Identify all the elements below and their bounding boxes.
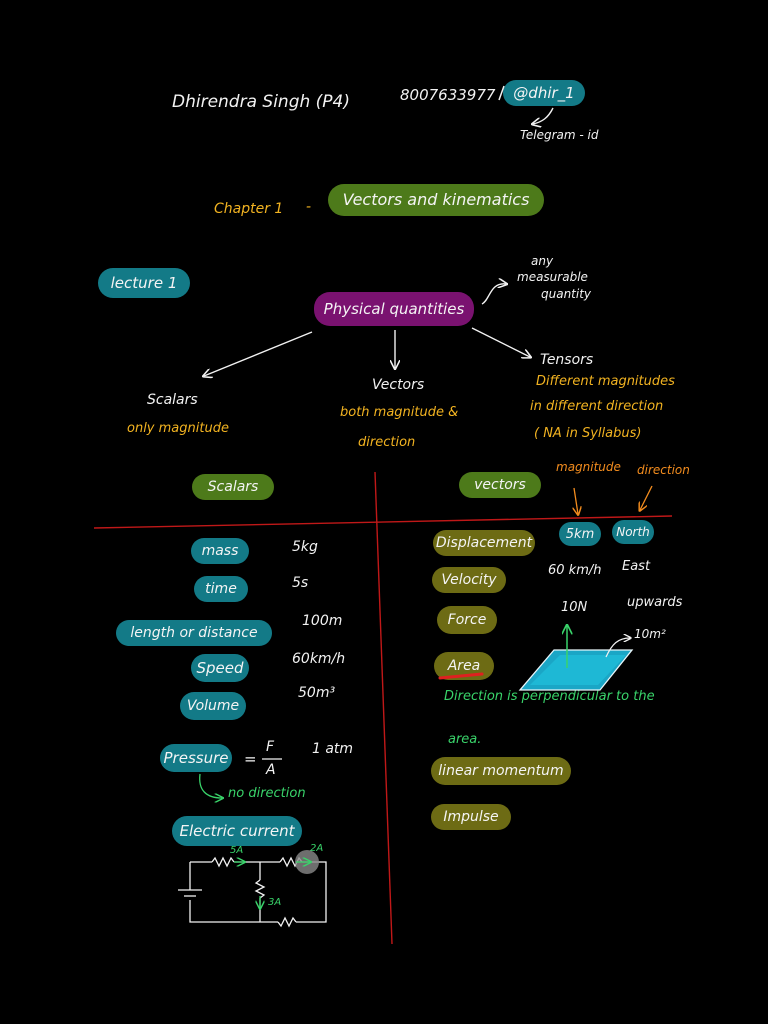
area-note-1: Direction is perpendicular to the [444,689,655,704]
vector-name: Force [437,606,497,634]
handle-separator [498,85,505,101]
circuit-current-5a: 5A [230,845,244,856]
vector-name: Impulse [431,804,511,830]
circuit-current-3a: 3A [268,897,282,908]
area-plate-top [530,655,626,685]
scalar-name: Volume [180,692,246,720]
scalar-name: mass [191,538,249,564]
definition-line-1: any [531,254,554,268]
scalar-name: Pressure [160,744,232,772]
scalar-name: time [194,576,248,602]
physical-quantities-title: Physical quantities [314,292,474,326]
table-vertical-line [374,471,393,945]
circuit-current-2a: 2A [310,843,324,854]
lecture-badge: lecture 1 [98,268,190,298]
velocity-direction: East [622,559,651,574]
telegram-handle: @dhir_1 [503,80,585,106]
scalar-value: 50m³ [298,685,336,701]
scalar-value: 100m [302,613,343,629]
chapter-title: Vectors and kinematics [328,184,544,216]
vectors-type-desc-2: direction [358,435,416,450]
vectors-type-desc-1: both magnitude & [340,405,459,420]
area-note-2: area. [448,732,482,747]
telegram-note: Telegram - id [520,128,599,142]
vector-example-direction: North [612,520,654,544]
vectors-column-header: vectors [459,472,541,498]
tensors-desc-3: ( NA in Syllabus) [534,426,642,441]
vector-name: linear momentum [431,757,571,785]
tensors-desc-2: in different direction [530,399,664,414]
tensors-desc-1: Different magnitudes [536,374,675,389]
vector-name: Velocity [432,567,506,593]
no-direction-arrow [199,773,222,798]
scalar-name: length or distance [116,620,272,646]
direction-annotation: direction [637,463,690,477]
definition-arrow [481,284,506,305]
scalar-value: 60km/h [292,651,346,667]
area-value: 10m² [634,627,666,641]
electric-current-label: Electric current [172,816,302,846]
velocity-magnitude: 60 km/h [548,563,602,578]
direction-arrow [640,485,653,510]
telegram-arrow [533,107,554,124]
chapter-label: Chapter 1 [214,201,284,217]
phone-number: 8007633977 [400,86,496,104]
scalar-name: Speed [191,654,249,682]
area-pointer-arrow [605,638,630,658]
force-direction: upwards [627,595,683,610]
arrow-to-tensors [471,327,530,357]
vector-example-magnitude: 5km [559,522,601,546]
scalars-type-desc: only magnitude [127,421,229,436]
scalars-type-label: Scalars [147,392,198,408]
pressure-denominator: A [266,762,276,778]
definition-line-2: measurable [517,270,588,284]
magnitude-arrow [574,487,578,514]
pressure-equals: = [244,750,257,768]
magnitude-annotation: magnitude [556,460,621,474]
no-direction-note: no direction [228,786,306,801]
arrow-to-scalars [204,331,313,376]
table-horizontal-line [93,515,673,529]
definition-line-3: quantity [541,287,592,301]
force-magnitude: 10N [561,600,588,615]
vectors-type-label: Vectors [372,377,425,393]
chapter-dash: - [306,199,312,215]
scalar-value: 5kg [292,539,318,555]
pressure-numerator: F [266,739,275,755]
author-name: Dhirendra Singh (P4) [172,92,351,112]
scalar-value: 1 atm [312,741,354,757]
vector-name: Displacement [433,530,535,556]
scalars-column-header: Scalars [192,474,274,500]
scalar-value: 5s [292,575,309,591]
tensors-type-label: Tensors [540,352,594,368]
area-underline [438,672,484,680]
